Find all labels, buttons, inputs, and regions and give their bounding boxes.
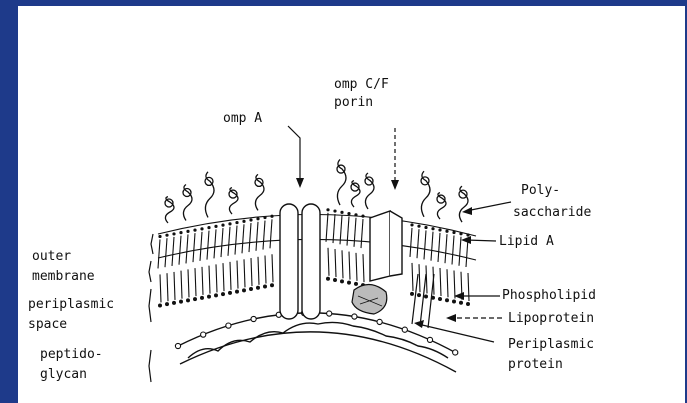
phospholipid-head <box>221 292 225 296</box>
phospholipid-head <box>207 295 211 299</box>
lipid-head <box>347 212 350 215</box>
lipid-head <box>228 222 231 225</box>
crosslink-node <box>175 343 180 348</box>
lipid-head <box>424 226 427 229</box>
phospholipid-head <box>326 277 330 281</box>
omp-cf-porin <box>370 211 402 281</box>
outer-membrane-label-line2: membrane <box>32 268 95 285</box>
lipid-head <box>438 228 441 231</box>
phospholipid-head <box>333 278 337 282</box>
lipid-head <box>221 224 224 227</box>
lipid-head <box>165 234 168 237</box>
omp-a-label: omp A <box>223 110 262 127</box>
lipid-head <box>235 221 238 224</box>
sugar-loop <box>183 188 191 196</box>
phospholipid-head <box>263 285 267 289</box>
crosslink-node <box>226 323 231 328</box>
periplasmic-protein-blob <box>352 284 387 314</box>
phospholipid-head <box>249 287 253 291</box>
omp-cf-label-line2: porin <box>334 94 373 111</box>
lipid-head <box>340 211 343 214</box>
polysaccharide-label-line1: Poly- <box>521 182 560 199</box>
lipid-head <box>326 208 329 211</box>
phospholipid-head <box>214 293 218 297</box>
lipid-head <box>410 223 413 226</box>
omp-a-protein <box>280 204 320 319</box>
lipid-head <box>158 235 161 238</box>
sugar-loop <box>255 178 263 186</box>
outer-membrane-label-line1: outer <box>32 248 71 265</box>
phospholipid-head <box>340 279 344 283</box>
phospholipid-head <box>452 299 456 303</box>
lipid-head <box>249 218 252 221</box>
peptidoglycan-label-line1: peptido- <box>40 346 103 363</box>
phospholipid-head <box>228 291 232 295</box>
phospholipid-head <box>158 303 162 307</box>
lipid-head <box>256 217 259 220</box>
crosslink-node <box>402 327 407 332</box>
lipid-head <box>445 230 448 233</box>
lipid-a-label: Lipid A <box>499 233 554 250</box>
phospholipid-label: Phospholipid <box>502 287 596 304</box>
phospholipid-head <box>186 298 190 302</box>
periplasmic-space-label-line2: space <box>28 316 67 333</box>
crosslink-node <box>427 337 432 342</box>
phospholipid-head <box>459 301 463 305</box>
periplasmic-protein-label-line2: protein <box>508 356 563 373</box>
crosslink-node <box>201 332 206 337</box>
phospholipid-head <box>179 300 183 304</box>
lipid-head <box>172 232 175 235</box>
lipid-head <box>333 209 336 212</box>
phospholipid-head <box>200 296 204 300</box>
phospholipid-head <box>270 283 274 287</box>
phospholipid-head <box>347 281 351 285</box>
phospholipid-head <box>445 298 449 302</box>
lipid-head <box>207 226 210 229</box>
phospholipid-head <box>354 282 358 286</box>
crosslink-node <box>251 316 256 321</box>
omp-cf-label-line1: omp C/F <box>334 76 389 93</box>
peptidoglycan-layer <box>178 313 458 372</box>
crosslink-node <box>327 311 332 316</box>
crosslink-node <box>352 314 357 319</box>
phospholipid-head <box>410 292 414 296</box>
sugar-loop <box>365 177 373 185</box>
lipid-head <box>214 225 217 228</box>
lipid-head <box>200 227 203 230</box>
peptidoglycan-label-line2: glycan <box>40 366 87 383</box>
phospholipid-head <box>424 294 428 298</box>
lipid-head <box>417 225 420 228</box>
crosslink-node <box>377 319 382 324</box>
lipid-head <box>242 220 245 223</box>
crosslink-node <box>453 350 458 355</box>
lipid-head <box>179 231 182 234</box>
lipoprotein-rods <box>412 274 434 328</box>
sugar-loop <box>459 190 467 198</box>
phospholipid-head <box>256 286 260 290</box>
lipoprotein-label: Lipoprotein <box>508 310 594 327</box>
phospholipid-head <box>193 297 197 301</box>
phospholipid-head <box>172 301 176 305</box>
phospholipid-head <box>417 293 421 297</box>
phospholipid-head <box>242 288 246 292</box>
lipid-head <box>186 230 189 233</box>
polysaccharide-label-line2: saccharide <box>513 204 591 221</box>
lipid-head <box>431 227 434 230</box>
left-brackets <box>149 234 153 382</box>
lipid-head <box>193 229 196 232</box>
phospholipid-head <box>235 290 239 294</box>
phospholipid-head <box>466 302 470 306</box>
phospholipid-head <box>438 297 442 301</box>
periplasmic-protein-label-line1: Periplasmic <box>508 336 594 353</box>
slide-canvas: omp A omp C/F porin Poly- saccharide Lip… <box>18 6 685 403</box>
phospholipid-head <box>165 302 169 306</box>
periplasmic-space-label-line1: periplasmic <box>28 296 114 313</box>
